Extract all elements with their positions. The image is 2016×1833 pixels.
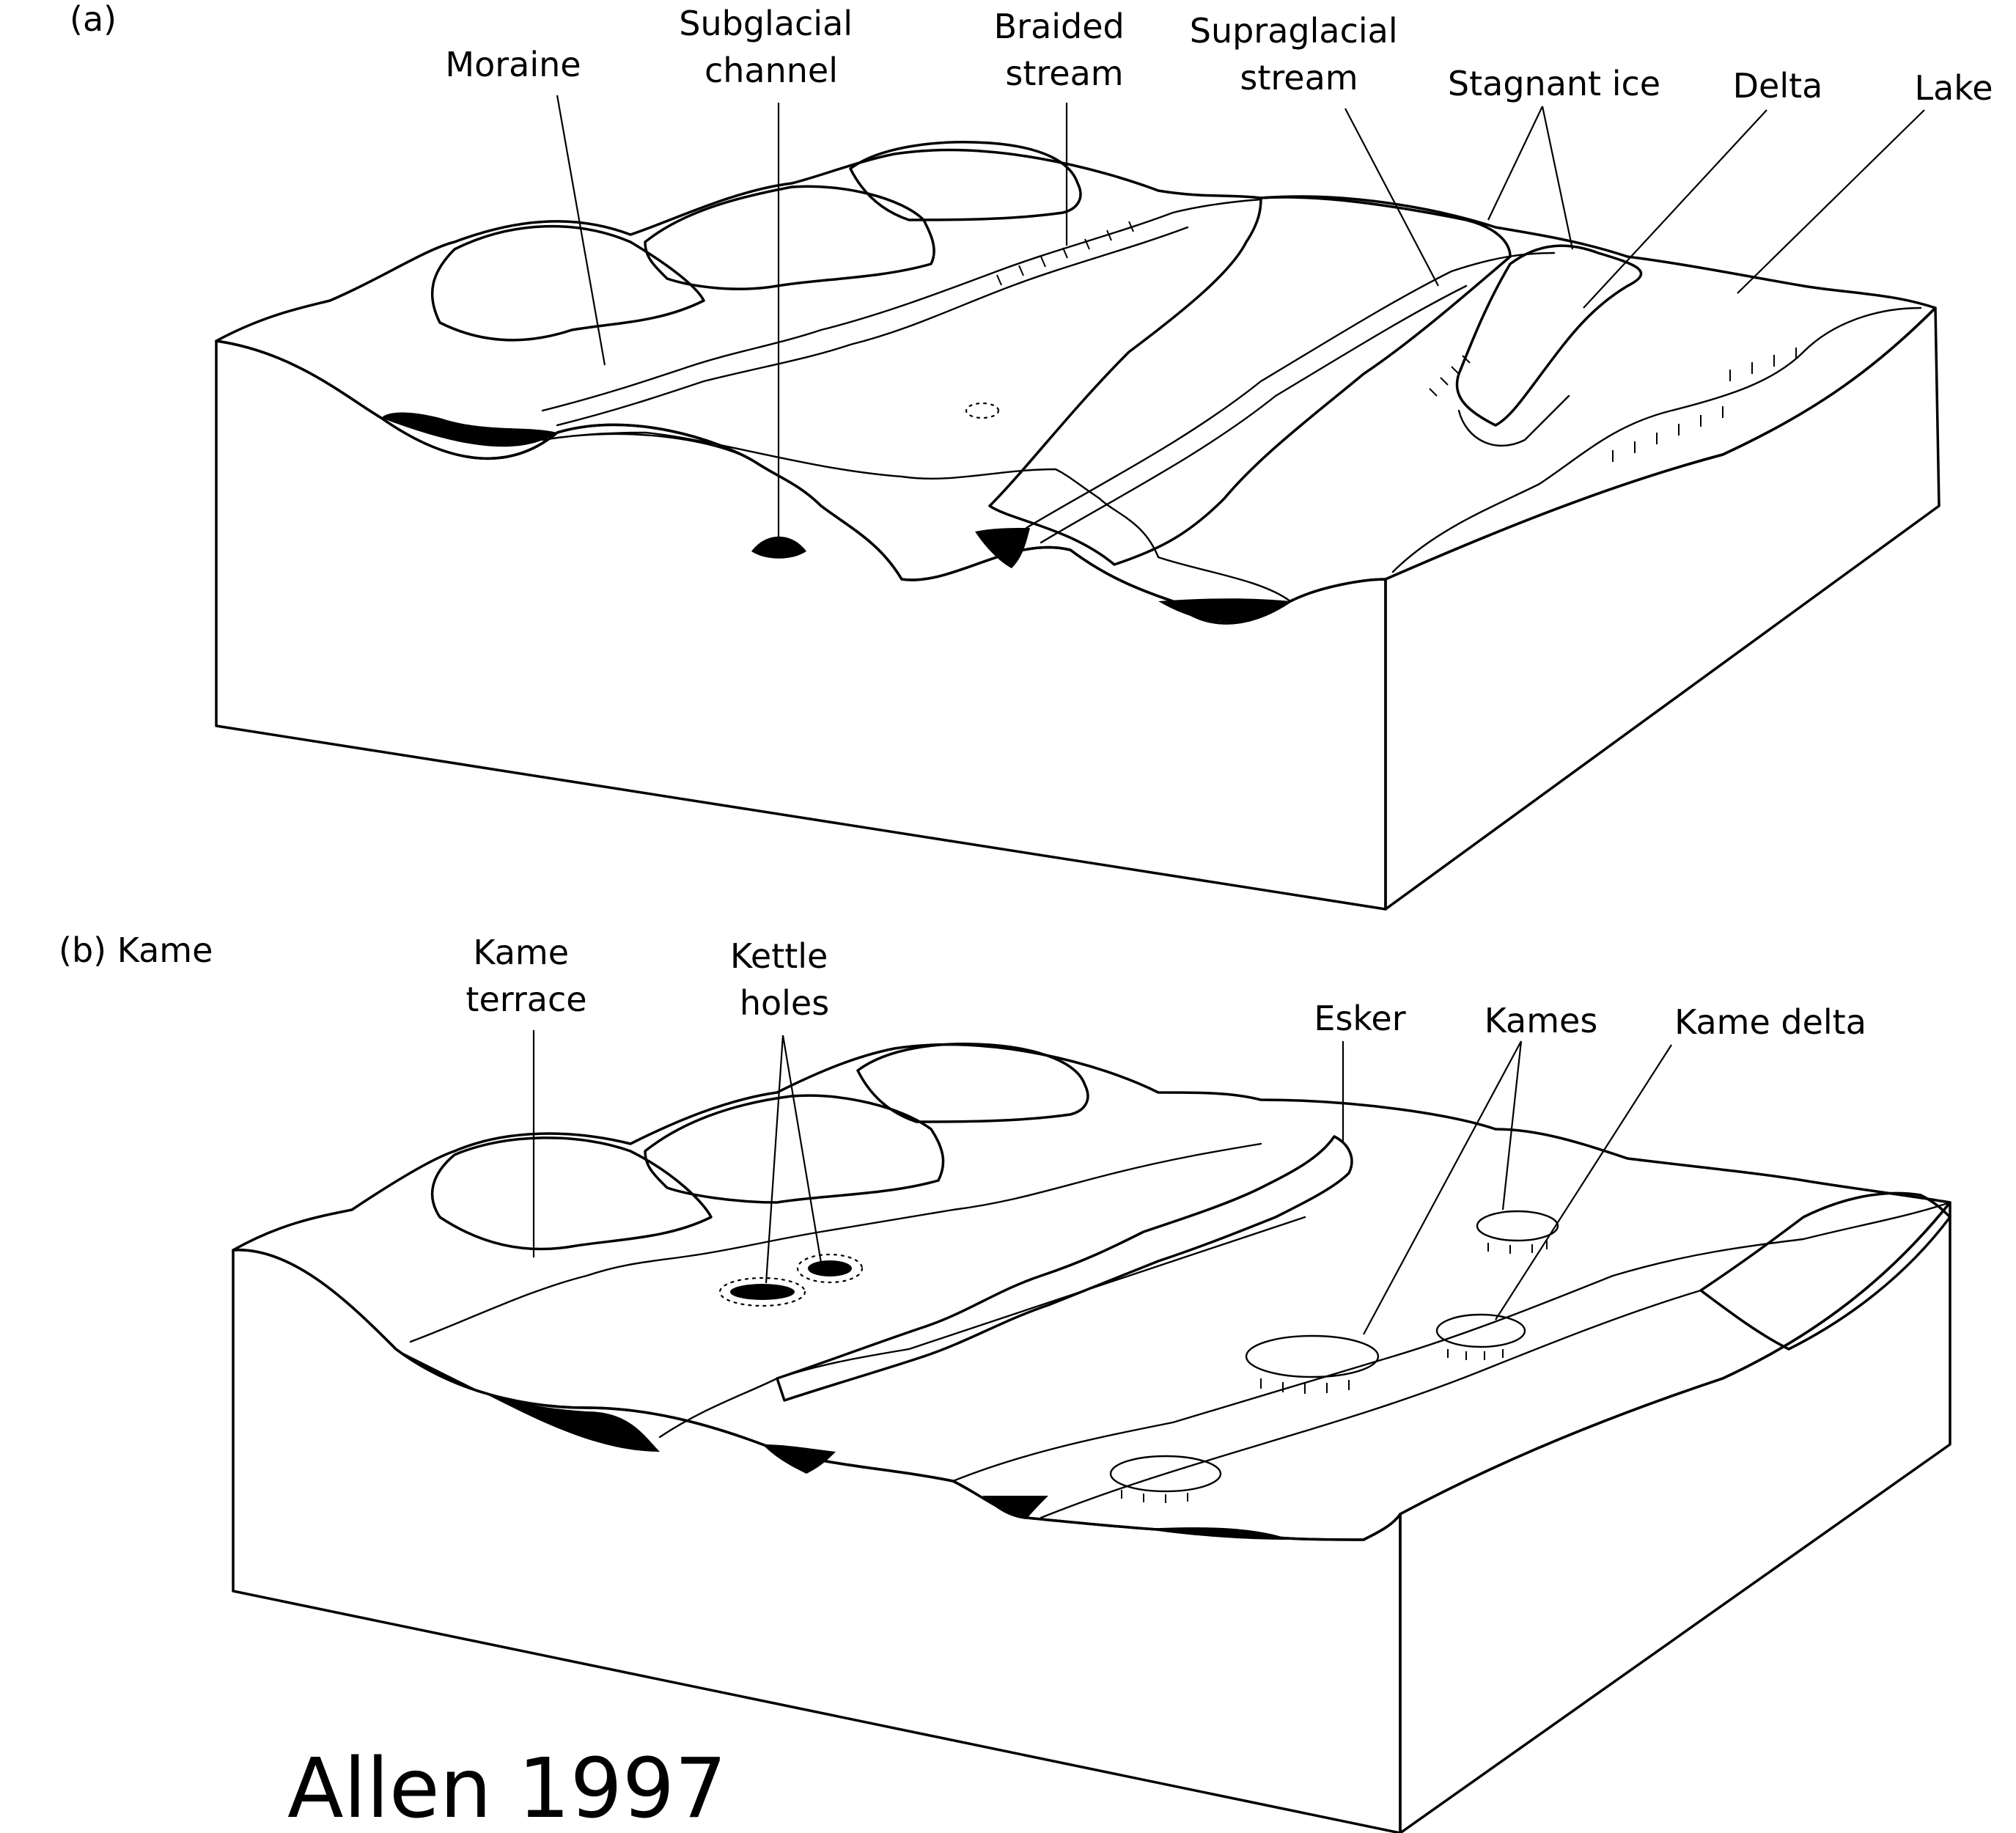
label-supraglacial-line-1: Supraglacial [1190,11,1398,51]
panel-a-supraglacial-stream-2 [1040,284,1468,544]
panel-a-braided-stream-2 [556,226,1189,427]
label-kames: Kames [1485,1001,1598,1040]
panel-a-leader-lake [1737,109,1925,294]
panel-b-channel-3 [982,1496,1048,1519]
panel-b-moraine-hill-3 [856,1043,1089,1123]
label-subglacial-line-1: Subglacial [679,4,853,43]
panel-b-leader-kettle-1 [765,1035,784,1284]
panel-a-title: (a) [70,0,117,39]
panel-b-kame-1 [1245,1334,1380,1378]
panel-b: (b) Kame [59,930,1951,1833]
label-kettle-holes: Kettle holes [730,936,839,1023]
panel-a-leader-stagnant-1 [1487,106,1543,221]
label-esker: Esker [1314,999,1405,1038]
panel-a-leader-stagnant-2 [1541,106,1574,250]
panel-a-subglacial-channel [751,536,806,559]
label-subglacial-channel: Subglacial channel [679,4,863,90]
label-braided-line-1: Braided [994,7,1125,46]
panel-b-right-face [1399,1201,1951,1833]
panel-a-delta-shore [1457,394,1570,447]
panel-a-glacier-body [988,196,1512,566]
panel-b-kame-hachures [1121,1241,1548,1503]
panel-a-top-outline [215,148,1937,625]
panel-b-kame-4 [1109,1455,1222,1493]
panel-a-leader-delta [1583,109,1767,309]
panel-a-right-face [1384,306,1940,911]
panel-a-sediment-section [541,431,1292,619]
label-stagnant-ice: Stagnant ice [1448,64,1660,103]
label-delta: Delta [1733,66,1823,106]
panel-b-kame-2 [1435,1313,1526,1348]
panel-a-kettle-outline [965,402,1000,419]
label-moraine: Moraine [445,45,581,84]
panel-a-leader-supraglacial [1344,108,1439,287]
panel-b-right-terrace [1699,1191,1951,1351]
panel-a-braided-stream [541,198,1262,412]
panel-b-kettle-hole-1 [730,1284,795,1300]
panel-b-kame-3 [1476,1210,1559,1242]
panel-b-leader-kames-2 [1501,1040,1523,1211]
label-kame-terrace-line-1: Kame [473,933,569,972]
panel-b-kame-terrace-edge [409,1142,1262,1343]
panel-b-kettle-hole-2 [808,1260,852,1277]
panel-a-moraine-hill-3 [849,141,1082,221]
panel-b-kettle-hole-2-rim [796,1253,864,1284]
panel-b-leader-kames-1 [1363,1040,1522,1335]
panel-a-stagnant-ice-block [1455,244,1643,427]
panel-b-top-outline [232,1043,1951,1541]
panel-b-outwash-boundary [952,1201,1951,1483]
panel-a-channel-right [1158,598,1290,622]
panel-a-channel-left [381,412,557,447]
caption: Allen 1997 [287,1741,726,1833]
panel-b-moraine-hill-2 [644,1094,945,1204]
label-lake: Lake [1914,68,1993,108]
panel-b-outwash-boundary-2 [1040,1289,1702,1519]
panel-a-lake-shore [1391,306,1922,573]
label-supraglacial-line-2: stream [1240,58,1358,98]
label-kame-delta: Kame delta [1674,1002,1866,1042]
label-supraglacial-stream: Supraglacial stream [1190,11,1409,98]
panel-a: (a) [70,0,1993,911]
panel-a-hachures [996,221,1797,462]
label-kettle-line-1: Kettle [730,936,828,976]
label-subglacial-line-2: channel [705,51,838,90]
label-kame-terrace: Kame terrace [466,933,586,1019]
label-kettle-line-2: holes [740,983,829,1023]
label-braided-line-2: stream [1005,54,1123,93]
panel-a-moraine-hill-2 [644,185,935,290]
panel-b-leader-kame-delta [1495,1044,1672,1320]
panel-b-moraine-hill-1 [430,1136,713,1251]
label-kame-terrace-line-2: terrace [466,980,586,1019]
panel-a-moraine-hill-1 [430,224,705,342]
panel-b-leader-kettle-2 [781,1035,823,1263]
panel-b-terrace-channel [396,1349,660,1452]
panel-a-leader-moraine [556,95,606,366]
panel-b-terrace-edge-2 [658,1216,1306,1439]
panel-b-kettle-hole-1-rim [718,1277,806,1307]
panel-a-channel-mid [975,528,1030,568]
panel-b-title: (b) Kame [59,930,213,970]
label-braided-stream: Braided stream [994,7,1136,93]
panel-a-supraglacial-stream [1025,251,1556,529]
panel-b-esker [776,1135,1353,1402]
